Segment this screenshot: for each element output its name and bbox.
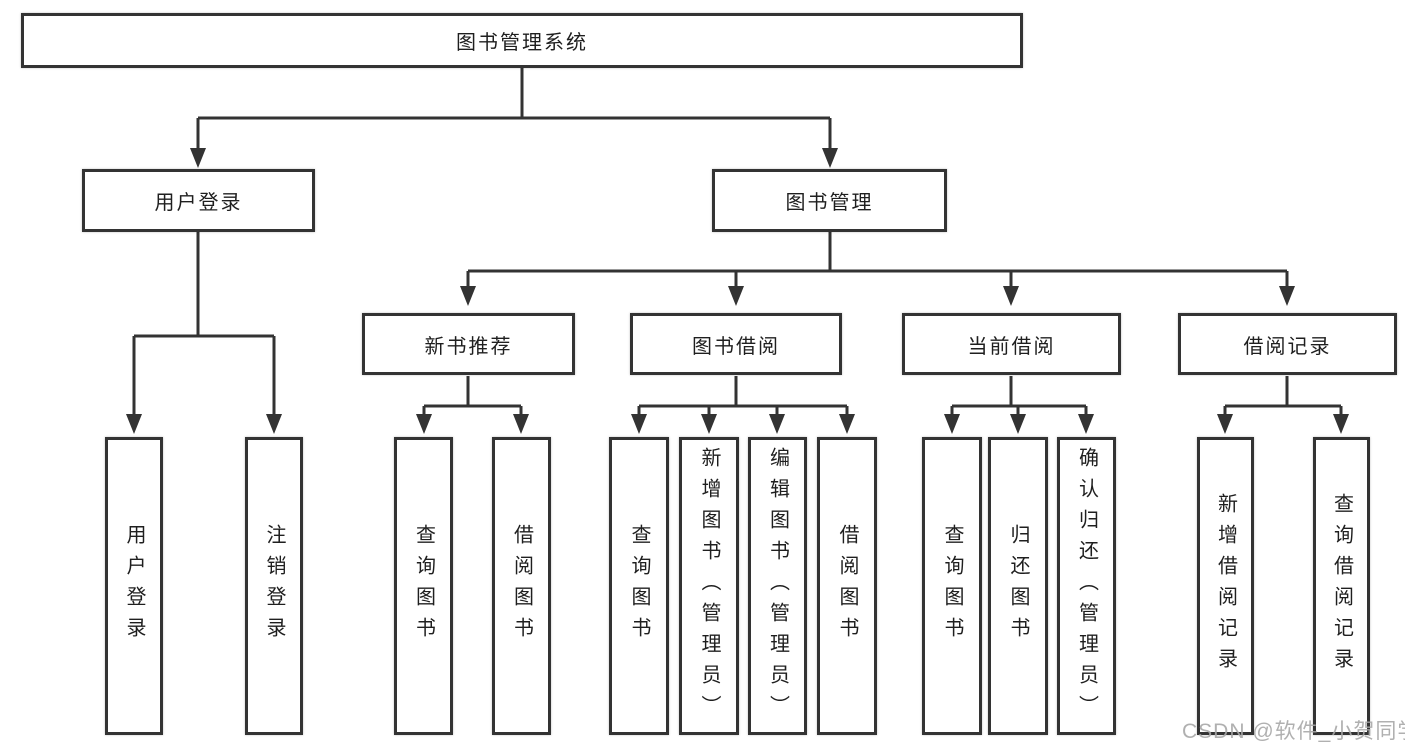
- arrowheads: [126, 148, 1349, 434]
- node-label: 查询借阅记录: [1330, 493, 1353, 679]
- node-label: 图书管理: [785, 192, 874, 214]
- node-book-borrow: 图书借阅: [630, 313, 842, 375]
- node-label: 新增图书（管理员）: [698, 446, 720, 726]
- node-label: 注销登录: [263, 524, 285, 648]
- leaf-query-borrow-record: 查询借阅记录: [1313, 437, 1370, 735]
- leaf-add-borrow-record: 新增借阅记录: [1197, 437, 1254, 735]
- node-label: 归还图书: [1007, 524, 1029, 648]
- node-label: 确认归还（管理员）: [1075, 446, 1098, 726]
- leaf-query-book-recommend: 查询图书: [394, 437, 453, 735]
- node-book-management: 图书管理: [712, 169, 947, 232]
- leaf-add-book-admin: 新增图书（管理员）: [679, 437, 739, 735]
- node-label: 编辑图书（管理员）: [766, 446, 789, 726]
- connector-current-borrow: [950, 376, 1088, 416]
- node-label: 查询图书: [628, 524, 650, 648]
- leaf-confirm-return-admin: 确认归还（管理员）: [1057, 437, 1116, 735]
- node-new-book-recommend: 新书推荐: [362, 313, 575, 375]
- node-label: 新增借阅记录: [1214, 493, 1237, 679]
- node-label: 查询图书: [412, 524, 435, 648]
- connector-book-management: [466, 232, 1289, 288]
- connector-user-login: [132, 232, 276, 416]
- node-label: 当前借阅: [967, 335, 1056, 358]
- connector-new-book: [422, 376, 523, 416]
- leaf-borrow-book-recommend: 借阅图书: [492, 437, 551, 735]
- leaf-query-book-borrow: 查询图书: [609, 437, 669, 735]
- node-label: 用户登录: [154, 192, 243, 214]
- csdn-watermark: CSDN @软件_小贺同学: [1182, 720, 1405, 743]
- node-root: 图书管理系统: [21, 13, 1023, 68]
- leaf-user-login: 用户登录: [105, 437, 163, 735]
- leaf-return-book: 归还图书: [988, 437, 1048, 735]
- connector-book-borrow: [637, 376, 849, 416]
- leaf-borrow-book: 借阅图书: [817, 437, 877, 735]
- node-label: 图书管理系统: [456, 32, 588, 54]
- node-label: 借阅图书: [510, 524, 533, 648]
- node-current-borrow: 当前借阅: [902, 313, 1121, 375]
- connector-root: [196, 68, 832, 150]
- node-user-login-branch: 用户登录: [82, 169, 315, 232]
- node-label: 新书推荐: [424, 335, 513, 358]
- node-label: 借阅图书: [836, 524, 858, 648]
- leaf-logout: 注销登录: [245, 437, 303, 735]
- node-label: 图书借阅: [692, 335, 780, 358]
- node-label: 用户登录: [123, 524, 145, 648]
- leaf-edit-book-admin: 编辑图书（管理员）: [748, 437, 807, 735]
- node-borrow-records: 借阅记录: [1178, 313, 1397, 375]
- node-label: 查询图书: [941, 524, 963, 648]
- node-label: 借阅记录: [1243, 335, 1332, 358]
- connector-borrow-records: [1223, 376, 1343, 416]
- leaf-query-book-current: 查询图书: [922, 437, 982, 735]
